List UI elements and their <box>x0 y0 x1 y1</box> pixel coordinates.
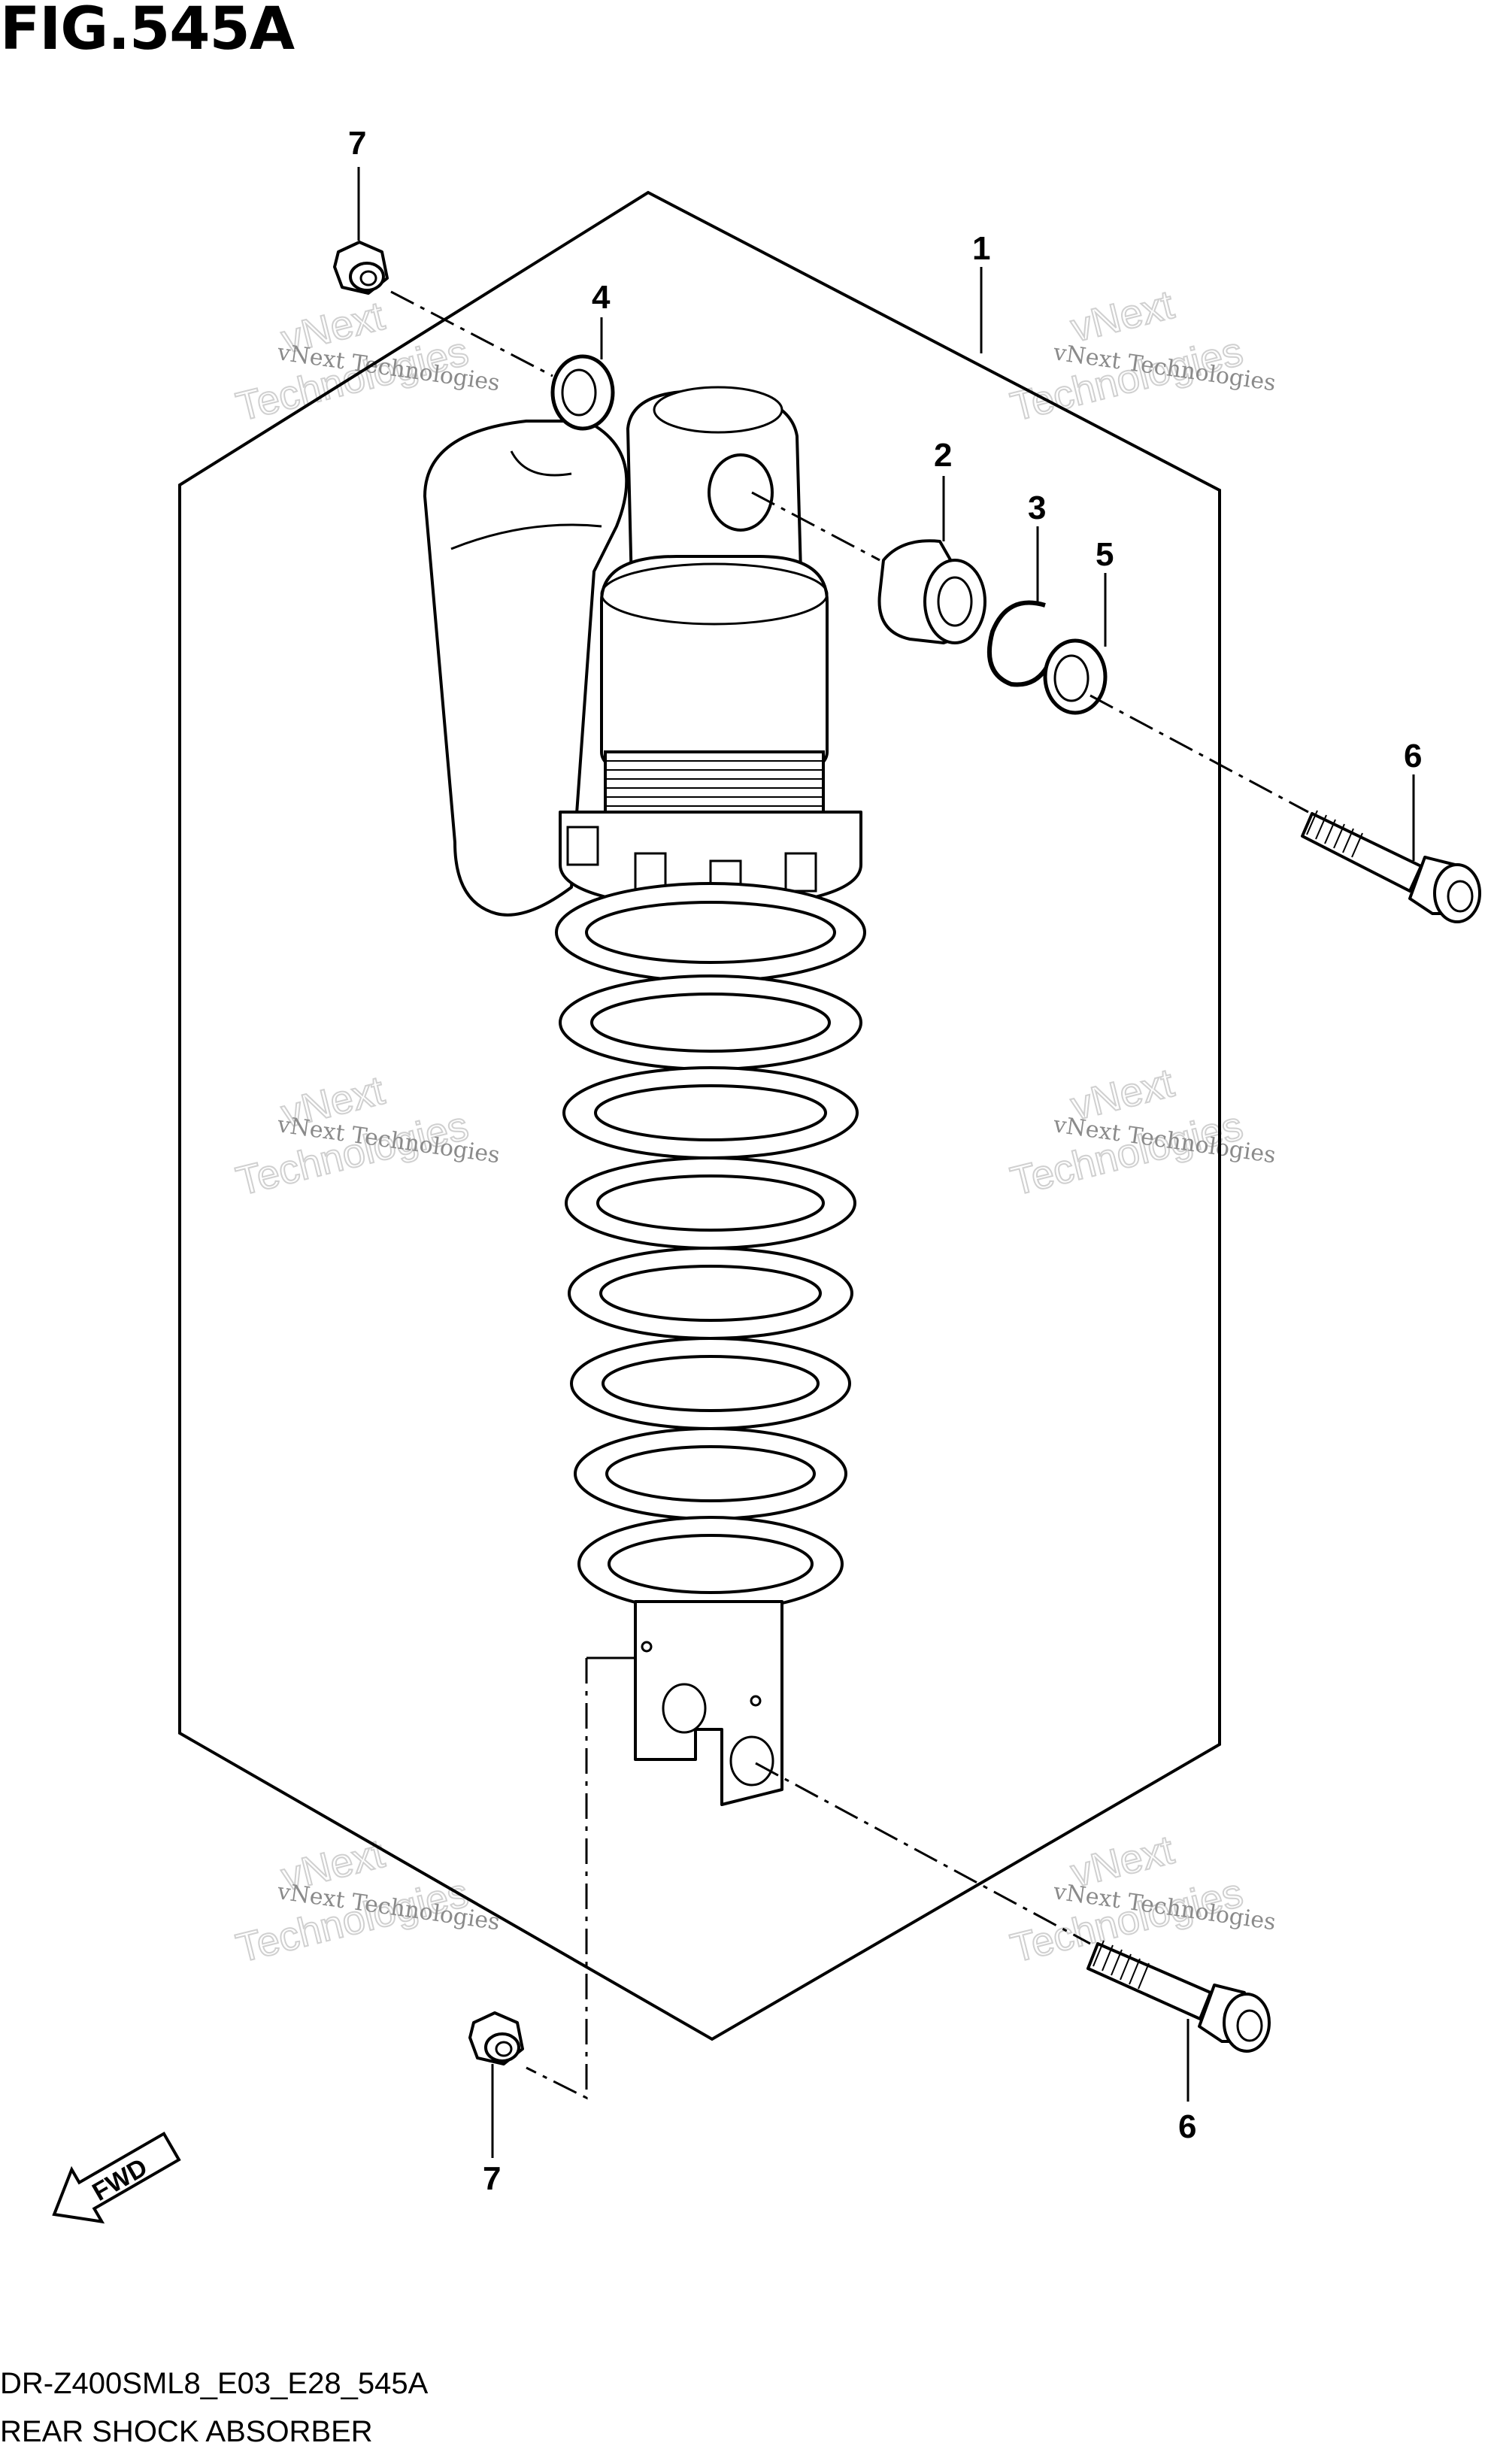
callout-2: 2 <box>934 437 952 474</box>
reservoir <box>423 420 629 917</box>
nut-part-7-upper <box>333 241 389 295</box>
callout-1: 1 <box>972 230 990 267</box>
washer-part-5 <box>1043 638 1108 715</box>
svg-text:vNext: vNext <box>1066 282 1177 351</box>
bushing-part-2 <box>877 539 986 644</box>
callout-7-lower: 7 <box>483 2160 501 2197</box>
nut-part-7-lower <box>468 2011 524 2065</box>
figure-title: FIG.545A <box>0 0 295 63</box>
callout-5: 5 <box>1096 536 1114 573</box>
callout-6-lower: 6 <box>1178 2108 1196 2145</box>
centerlines <box>390 290 1309 2100</box>
shock-absorber-assembly <box>423 386 866 1806</box>
fwd-arrow: FWD <box>52 2131 181 2224</box>
watermark-bottom-right: vNext Technologies vNext Technologies <box>1005 1826 1277 1972</box>
assembly-boundary <box>178 190 1221 2041</box>
watermark-top-left: vNext Technologies vNext Technologies <box>231 292 501 431</box>
figure-caption: REAR SHOCK ABSORBER <box>0 2415 373 2448</box>
watermark-top-right: vNext Technologies vNext Technologies <box>1005 281 1277 431</box>
watermark-mid-left: vNext Technologies vNext Technologies <box>231 1067 501 1205</box>
callout-6-upper: 6 <box>1404 738 1422 774</box>
callout-4: 4 <box>592 279 611 316</box>
callout-labels: 1 2 3 4 5 6 6 7 7 <box>348 125 1422 2197</box>
washer-part-4 <box>550 354 615 431</box>
coil-spring <box>555 882 866 1612</box>
callout-3: 3 <box>1028 489 1046 526</box>
leader-lines <box>357 167 1415 2158</box>
callout-7-upper: 7 <box>348 125 366 162</box>
bolt-part-6-upper <box>1301 810 1481 923</box>
watermark-bottom-left: vNext Technologies vNext Technologies <box>231 1830 501 1972</box>
bolt-part-6-lower <box>1086 1940 1271 2053</box>
circlip-part-3 <box>986 600 1055 687</box>
model-code: DR-Z400SML8_E03_E28_545A <box>0 2367 429 2400</box>
shock-body <box>600 555 829 783</box>
watermark-mid-right: vNext Technologies vNext Technologies <box>1005 1059 1277 1205</box>
